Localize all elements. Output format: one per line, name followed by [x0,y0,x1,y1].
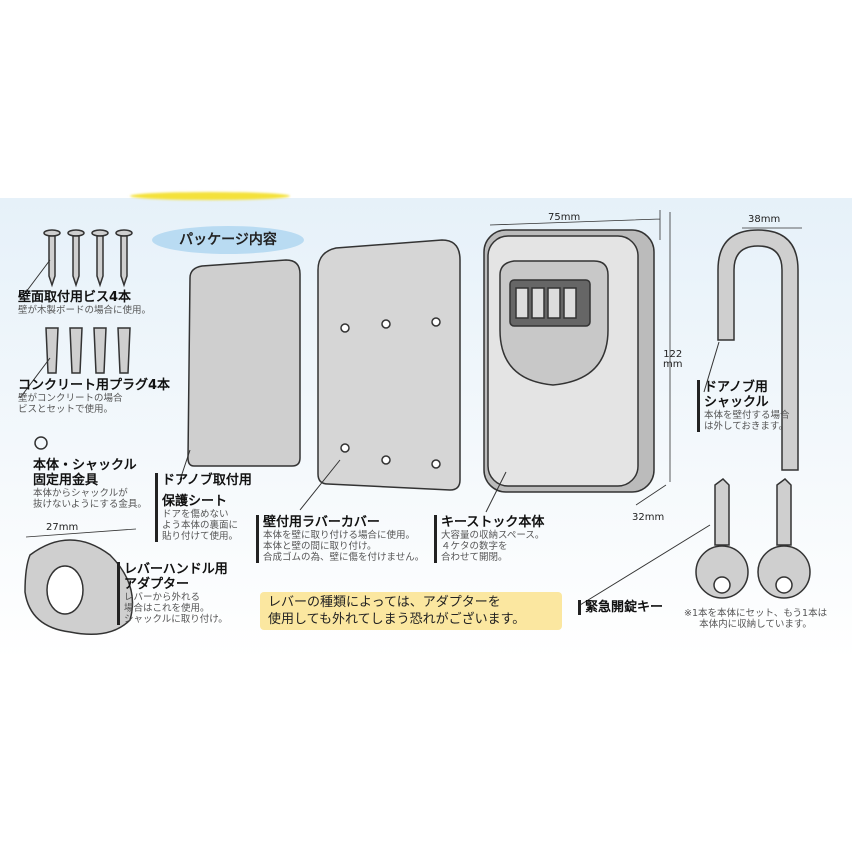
key-icon [757,478,811,599]
protective-sheet [187,259,301,467]
label-emergency-key: 緊急開錠キー [578,600,663,615]
dim-shackle: 38mm [748,214,781,225]
decorative-glow [130,192,290,200]
rubber-cover [317,239,461,491]
dim-adapter: 27mm [46,522,79,533]
clip-icon [34,436,48,450]
label-keybox: キーストック本体 大容量の収納スペース。 ４ケタの数字を 合わせて開閉。 [434,515,544,563]
label-screws: 壁面取付用ビス4本 壁が木製ボードの場合に使用。 [18,290,152,316]
label-adapter: レバーハンドル用 アダプター レバーから外れる 場合はこれを使用。 シャックルに… [117,562,228,625]
label-plugs: コンクリート用プラグ4本 壁がコンクリートの場合 ビスとセットで使用。 [18,378,171,415]
warning-note: レバーの種類によっては、アダプターを 使用しても外れてしまう恐れがございます。 [260,592,562,630]
screws-icon [43,229,133,288]
label-shackle: ドアノブ用 シャックル 本体を壁付する場合 は外しておきます。 [697,380,790,432]
shackle [717,229,799,471]
label-protective-sheet: ドアノブ取付用 保護シート ドアを傷めない よう本体の裏面に 貼り付けて使用。 [155,473,252,542]
plugs-icon [45,327,131,374]
lever-adapter [24,539,134,635]
key-icon [695,478,749,599]
dim-width: 75mm [548,212,581,223]
dim-depth: 32mm [632,512,665,523]
package-contents-heading: パッケージ内容 [152,226,304,254]
label-rubber-cover: 壁付用ラバーカバー 本体を壁に取り付ける場合に使用。 本体と壁の間に取り付け。 … [256,515,424,563]
label-clip: 本体・シャックル 固定用金具 本体からシャックルが 抜けないようにする金具。 [33,458,147,510]
dim-height: 122 mm [663,349,683,370]
key-note: ※1本を本体にセット、もう1本は 本体内に収納しています。 [684,608,828,630]
